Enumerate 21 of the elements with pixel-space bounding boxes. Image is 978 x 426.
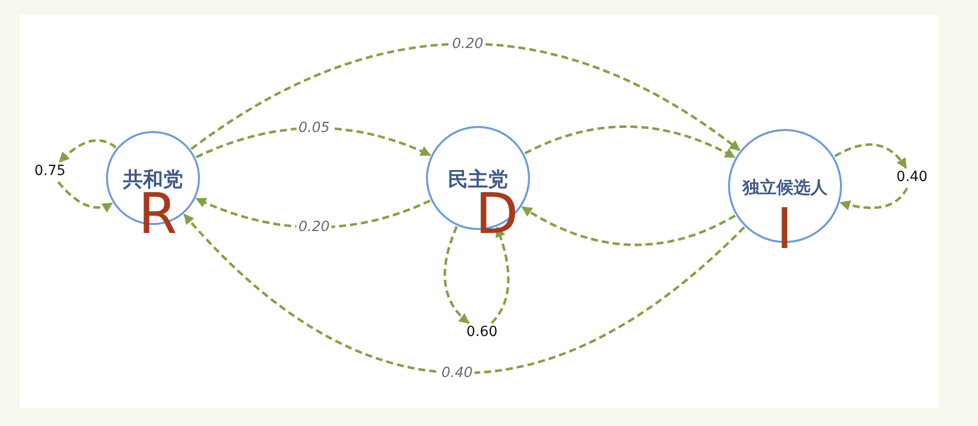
transition-arrow — [834, 143, 908, 169]
transition-arrow — [57, 181, 114, 212]
probability-label: 0.75 — [32, 164, 68, 178]
transition-arrow — [190, 42, 740, 152]
edge-label: 0.20 — [450, 36, 486, 51]
transition-arrow — [521, 206, 736, 246]
transition-arrow — [195, 197, 431, 229]
transition-arrow — [58, 139, 117, 163]
transition-arrow — [524, 125, 736, 158]
transition-arrow — [490, 226, 510, 324]
edge-label: 0.40 — [440, 366, 475, 380]
transition-arrow — [183, 214, 746, 374]
edge-label: 0.05 — [296, 121, 332, 136]
edge-label: 0.20 — [296, 220, 332, 234]
probability-label: 0.40 — [894, 170, 930, 184]
state-name: 共和党 — [122, 166, 184, 192]
probability-label: 0.60 — [464, 325, 500, 339]
transition-arrow — [444, 226, 470, 324]
transition-arrow — [840, 187, 908, 210]
state-name: 独立候选人 — [741, 176, 828, 199]
state-name: 民主党 — [447, 166, 509, 192]
